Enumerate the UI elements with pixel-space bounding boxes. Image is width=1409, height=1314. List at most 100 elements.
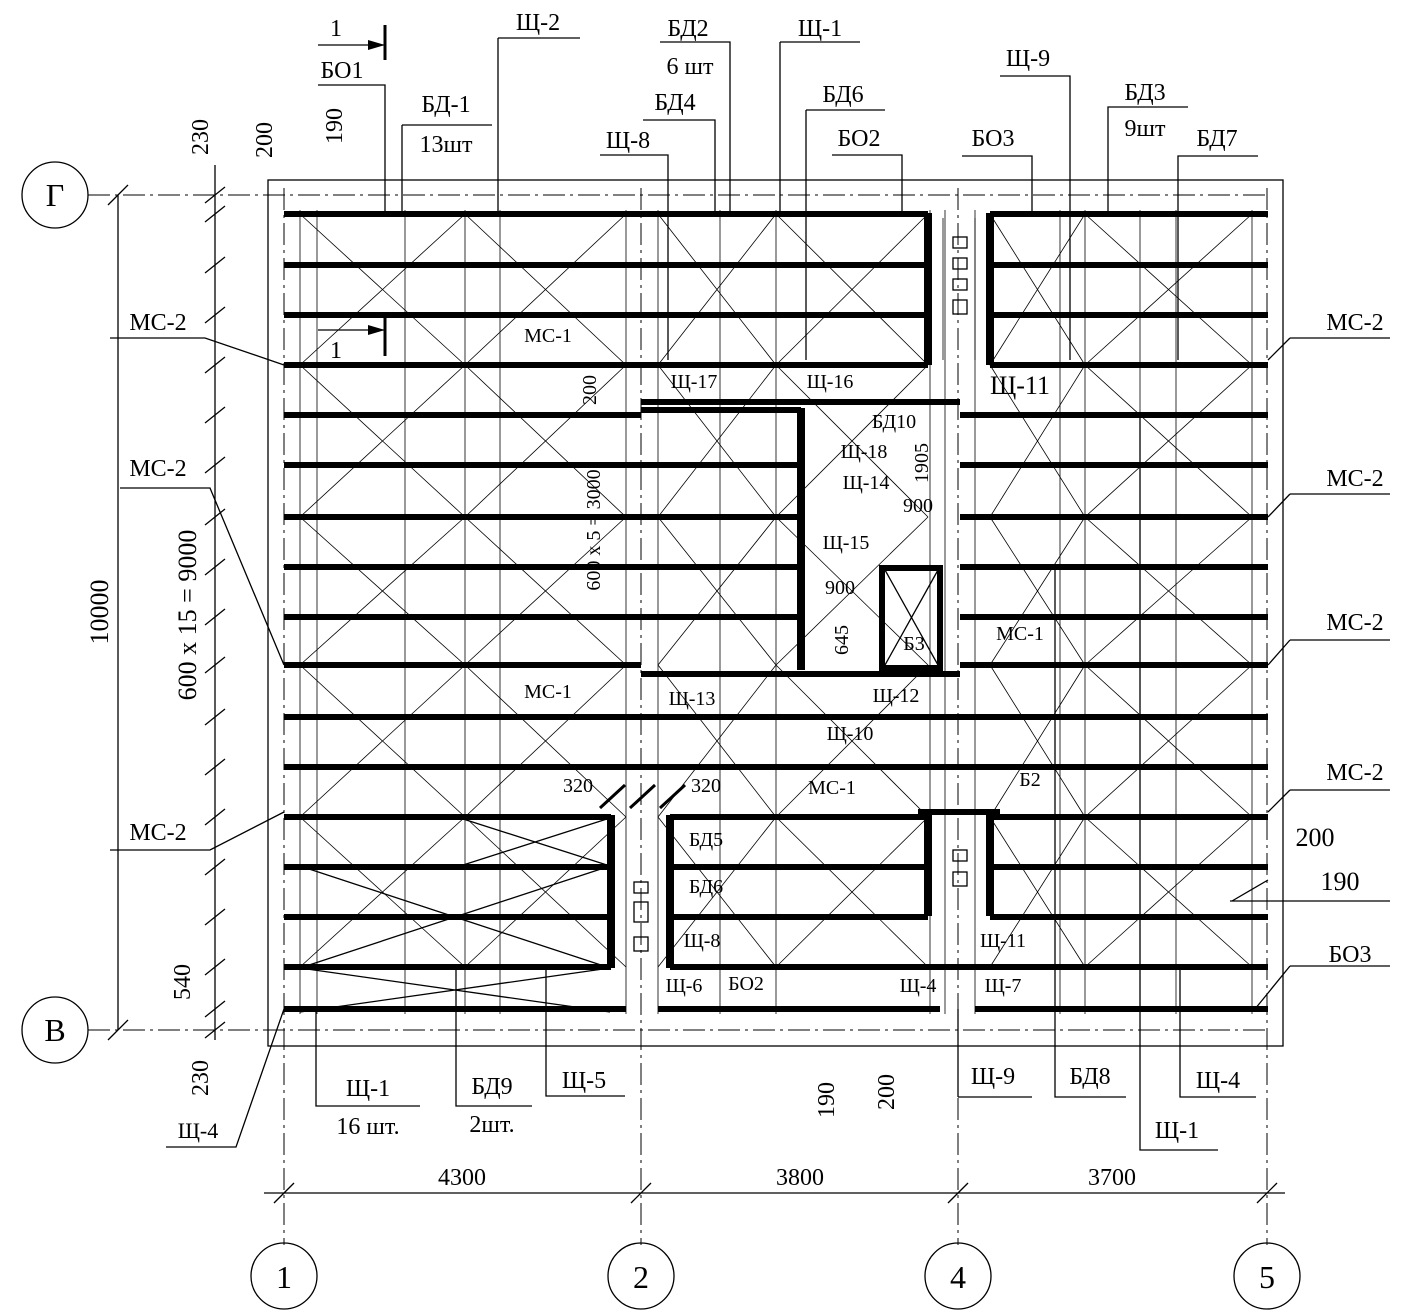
label-b3: Б3 <box>903 633 924 655</box>
dim-320-b: 320 <box>691 775 721 797</box>
tick-left-5 <box>204 356 226 374</box>
vent-7 <box>633 936 649 952</box>
stair-opening <box>641 399 960 677</box>
tick-320-2 <box>628 783 657 810</box>
callout-right-ms2-4: МС-2 <box>1326 760 1383 786</box>
tick-outer-2 <box>107 1019 129 1041</box>
leader-34 <box>545 967 625 1097</box>
label-shch11-bottom: Щ-11 <box>980 930 1026 952</box>
axis-bubble-1-circle <box>250 1242 318 1310</box>
leader-17 <box>1177 155 1258 360</box>
label-ms1-top: МС-1 <box>524 325 572 347</box>
joist-spacing: 600 x 15 = 9000 <box>173 530 202 701</box>
b3-diag-2 <box>884 569 939 666</box>
axis-bubble-2-circle <box>607 1242 675 1310</box>
panel-diag-b-15 <box>657 816 777 968</box>
dim-top-200: 200 <box>252 122 278 158</box>
stair-900-a: 900 <box>903 495 933 517</box>
leader-28 <box>1267 789 1291 813</box>
callout-shch4-bottom: Щ-4 <box>1196 1068 1240 1094</box>
section-top-number: 1 <box>330 16 342 42</box>
dimension-ticks <box>107 184 1278 1204</box>
axis-bubble-1: 1 <box>250 1242 318 1310</box>
tick-left-12 <box>204 708 226 726</box>
callout-bo1: БО1 <box>321 58 364 84</box>
panel-diag-b-21 <box>989 213 1086 366</box>
leader-24 <box>1267 493 1291 518</box>
leader-8 <box>600 154 669 360</box>
panel-diag-b-27 <box>1084 364 1253 518</box>
panel-diag-b-1 <box>299 213 466 366</box>
leader-39 <box>1139 415 1218 1151</box>
tick-left-2 <box>204 205 226 223</box>
label-shch7: Щ-7 <box>985 975 1022 997</box>
leader-20 <box>110 811 285 851</box>
tick-left-8 <box>204 508 226 526</box>
section-mark-top: 1 <box>318 16 387 60</box>
stair-1905: 1905 <box>911 443 933 483</box>
callout-bd2-qty: 6 шт <box>667 54 714 80</box>
section-left-arrowhead <box>368 325 385 335</box>
label-ms1-bottom: МС-1 <box>808 777 856 799</box>
panel-diag-b-25 <box>989 816 1086 968</box>
dim-top-230: 230 <box>188 119 214 155</box>
tick-bottom-4 <box>1256 1182 1278 1204</box>
dim-bottom-540: 540 <box>170 964 196 1000</box>
chimney-top <box>924 213 994 365</box>
callout-shch4-left: Щ-4 <box>178 1118 219 1143</box>
callout-left-ms2-1: МС-2 <box>129 310 186 336</box>
callout-shch1-bottom: Щ-1 <box>346 1076 390 1102</box>
label-shch6: Щ-6 <box>666 975 703 997</box>
tick-left-18 <box>204 1000 226 1018</box>
callout-shch9-bottom: Щ-9 <box>971 1064 1015 1090</box>
leader-19 <box>120 487 285 666</box>
span-2-4: 3800 <box>776 1165 824 1191</box>
leader-38 <box>1179 967 1256 1098</box>
bottom-callouts: Щ-4 Щ-1 16 шт. БД9 2шт. Щ-5 Щ-9 БД8 Щ-4 … <box>178 1064 1240 1144</box>
axis-label-5: 5 <box>1259 1259 1275 1295</box>
side-callouts: МС-2 МС-2 МС-2 МС-2 МС-2 МС-2 МС-2 БО3 <box>129 310 1383 968</box>
tick-left-17 <box>204 958 226 976</box>
tick-left-10 <box>204 608 226 626</box>
span-1-2: 4300 <box>438 1165 486 1191</box>
label-shch4-inner: Щ-4 <box>900 975 937 997</box>
label-shch8-bottom: Щ-8 <box>684 930 721 952</box>
axis-label-4: 4 <box>950 1259 966 1295</box>
leader-41 <box>1231 879 1269 902</box>
vent-9 <box>952 871 968 887</box>
label-ms1-right: МС-1 <box>996 623 1044 645</box>
callout-right-ms2-1: МС-2 <box>1326 310 1383 336</box>
panel-diag-b-16 <box>775 213 929 366</box>
callout-bd9: БД9 <box>471 1074 512 1100</box>
callout-shch1-bottom-right: Щ-1 <box>1155 1118 1199 1144</box>
axis-label-1: 1 <box>276 1259 292 1295</box>
callout-bo2: БО2 <box>838 126 881 152</box>
tick-left-15 <box>204 858 226 876</box>
panel-diag-b-29 <box>1084 664 1253 818</box>
tick-bottom-2 <box>630 1182 652 1204</box>
leader-16 <box>1107 106 1188 214</box>
leader-30 <box>1254 965 1291 1010</box>
tick-left-9 <box>204 558 226 576</box>
label-ms1-left: МС-1 <box>524 681 572 703</box>
axis-label-g: Г <box>46 177 65 213</box>
leader-22 <box>1267 337 1291 361</box>
dimension-texts: 4300 3800 3700 10000 600 x 15 = 9000 230… <box>85 108 1360 1191</box>
panel-diag-b-24 <box>989 664 1086 818</box>
vent-3 <box>952 278 968 291</box>
leader-37 <box>1054 567 1126 1098</box>
leader-18 <box>110 337 285 366</box>
vent-6 <box>633 901 649 923</box>
panel-diag-b-26 <box>1084 213 1253 366</box>
leader-31 <box>166 1008 285 1148</box>
tick-left-11 <box>204 656 226 674</box>
panel-diag-b-13 <box>657 516 777 666</box>
tick-left-7 <box>204 456 226 474</box>
sheathing-panels <box>299 210 1253 1014</box>
floor-joists <box>284 211 1268 1012</box>
stair-900-b: 900 <box>825 577 855 599</box>
panel-diag-b-12 <box>657 364 777 518</box>
panel-diag-b-9 <box>464 664 627 818</box>
axis-label-2: 2 <box>633 1259 649 1295</box>
